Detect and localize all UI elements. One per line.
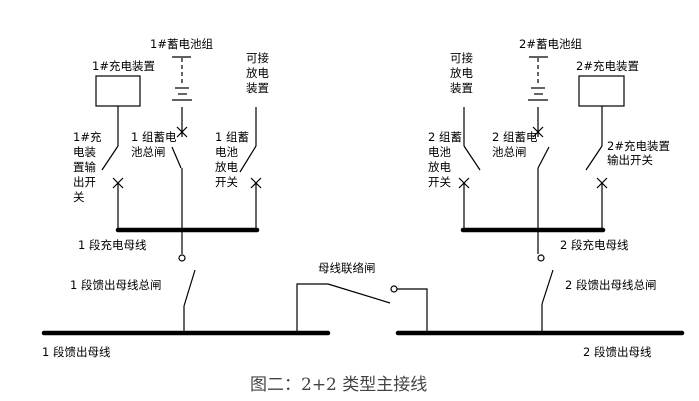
left-discharge-switch — [239, 145, 257, 173]
left-battery-breaker-x-icon — [176, 126, 188, 138]
left-discharge-switch-label: 1 组蓄 电池 放电 开关 — [215, 130, 249, 189]
tie-switch-label: 母线联络闸 — [318, 261, 376, 275]
svg-text:放电: 放电 — [246, 66, 269, 80]
svg-text:放电: 放电 — [215, 160, 238, 174]
right-charger-label: 2#充电装置 — [576, 59, 639, 73]
svg-text:关: 关 — [73, 190, 85, 204]
svg-text:可接: 可接 — [246, 51, 269, 65]
right-discharge-device-label: 可接 放电 装置 — [450, 51, 473, 95]
bus-tie-switch: 母线联络闸 — [296, 261, 428, 333]
left-charging-bus-label: 1 段充电母线 — [78, 238, 147, 252]
svg-text:出开: 出开 — [73, 175, 96, 189]
left-charger-switch — [101, 145, 119, 171]
left-charger-switch-label: 1#充 电装 置输 出开 关 — [73, 130, 102, 204]
right-battery-main-switch-label-2: 池总闸 — [492, 145, 527, 159]
svg-text:放电: 放电 — [450, 66, 473, 80]
left-feeder-main-switch — [183, 269, 196, 307]
left-feeder-switch-contact — [178, 254, 186, 262]
right-feeder-main-switch-label: 2 段馈出母线总闸 — [565, 278, 656, 292]
right-charger-switch-label-2: 输出开关 — [607, 153, 653, 167]
svg-text:电池: 电池 — [215, 145, 238, 159]
left-battery-icon — [172, 56, 192, 101]
left-feeder-main-switch-label: 1 段馈出母线总闸 — [70, 278, 161, 292]
right-feeder-main-switch — [541, 269, 554, 305]
right-discharge-switch — [463, 145, 481, 171]
svg-text:可接: 可接 — [450, 51, 473, 65]
svg-text:2 组蓄: 2 组蓄 — [428, 130, 462, 144]
left-battery-main-switch-label-2: 池总闸 — [131, 145, 166, 159]
right-feeder-bus-label: 2 段馈出母线 — [583, 345, 652, 359]
right-charger-switch — [585, 145, 603, 171]
svg-text:电池: 电池 — [428, 145, 451, 159]
svg-text:放电: 放电 — [428, 160, 451, 174]
svg-text:装置: 装置 — [450, 81, 473, 95]
svg-text:开关: 开关 — [215, 175, 238, 189]
right-discharge-switch-label: 2 组蓄 电池 放电 开关 — [428, 130, 462, 189]
left-discharge-device-label: 可接 放电 装置 — [246, 51, 269, 95]
left-charger-box — [95, 75, 141, 107]
svg-text:电装: 电装 — [73, 145, 96, 159]
svg-text:装置: 装置 — [246, 81, 269, 95]
left-charger-label: 1#充电装置 — [92, 59, 155, 73]
right-battery-icon — [528, 56, 548, 101]
figure-caption: 图二：2+2 类型主接线 — [250, 375, 427, 395]
right-charger-switch-label-1: 2#充电装置 — [607, 139, 670, 153]
left-feeder-bus-label: 1 段馈出母线 — [42, 345, 111, 359]
right-charging-bus-label: 2 段充电母线 — [560, 238, 629, 252]
left-battery-main-switch — [171, 146, 182, 169]
left-battery-label: 1#蓄电池组 — [150, 37, 213, 51]
svg-text:置输: 置输 — [73, 160, 96, 174]
right-battery-main-switch-label-1: 2 组蓄电 — [492, 130, 538, 144]
left-section: 1#蓄电池组 1 组蓄电 池总闸 1#充电装置 1#充 电装 置输 出开 关 可… — [41, 37, 331, 359]
svg-text:1#充: 1#充 — [73, 130, 102, 144]
left-battery-main-switch-label-1: 1 组蓄电 — [131, 130, 177, 144]
svg-text:开关: 开关 — [428, 175, 451, 189]
right-battery-main-switch — [537, 146, 550, 169]
right-feeder-switch-contact — [537, 254, 545, 262]
right-battery-breaker-x-icon — [532, 126, 544, 138]
right-battery-label: 2#蓄电池组 — [519, 37, 582, 51]
right-charger-box — [578, 75, 625, 107]
svg-text:1 组蓄: 1 组蓄 — [215, 130, 249, 144]
right-section: 2#蓄电池组 2 组蓄电 池总闸 可接 放电 装置 2 组蓄 电池 放电 开关 — [395, 37, 685, 359]
